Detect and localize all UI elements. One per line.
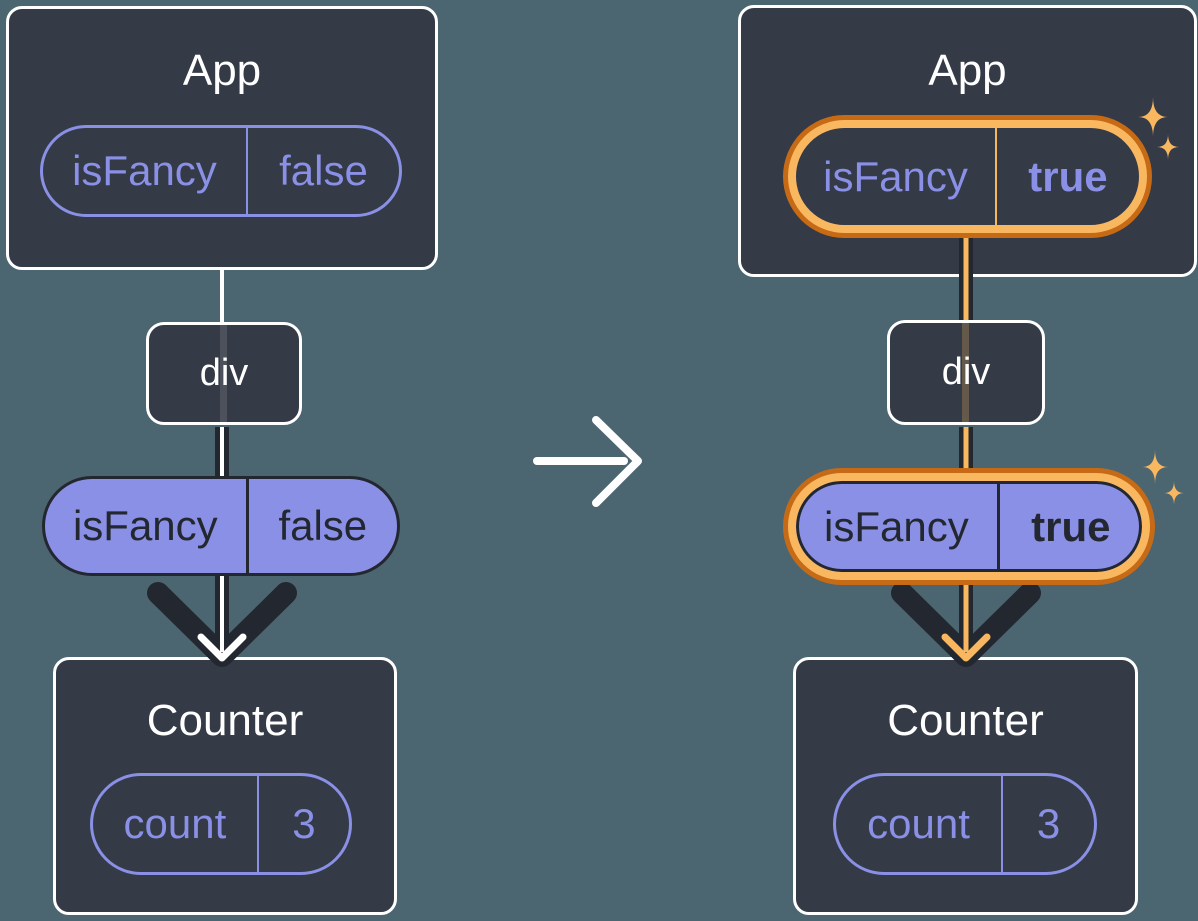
passed-prop-pill-after: isFancy true <box>788 473 1150 580</box>
prop-name: isFancy <box>823 152 968 200</box>
pill-divider <box>1001 776 1004 872</box>
state-pill-after: count 3 <box>833 773 1097 875</box>
div-element-box-before: div <box>146 322 302 425</box>
pill-divider <box>256 776 259 872</box>
prop-flow-tip-before <box>197 633 247 662</box>
sparkle-icon <box>1164 481 1184 505</box>
div-element-box-after: div <box>887 320 1045 425</box>
prop-name: isFancy <box>72 147 217 194</box>
state-value: 3 <box>1036 800 1061 847</box>
div-element-label-before: div <box>199 352 249 394</box>
prop-value: false <box>278 502 368 549</box>
prop-value: true <box>1031 502 1111 550</box>
prop-flow-arrowhead-after <box>891 582 1041 667</box>
app-prop-pill-after: isFancy true <box>788 120 1147 233</box>
prop-name: isFancy <box>823 502 969 550</box>
prop-flow-tip-after <box>941 633 991 662</box>
passed-prop-pill-before: isFancy false <box>42 476 400 576</box>
sparkle-icon <box>1142 450 1168 484</box>
pill-divider <box>994 128 997 225</box>
counter-component-title-before: Counter <box>146 696 304 745</box>
right-arrow-icon <box>533 416 642 507</box>
app-component-title-before: App <box>182 46 262 95</box>
pill-divider <box>996 481 1000 572</box>
prop-flow-arrowhead-before <box>147 582 297 667</box>
prop-value: false <box>279 147 368 194</box>
pill-divider <box>245 128 248 214</box>
pass-through-line-after <box>962 323 969 422</box>
prop-name: isFancy <box>72 502 218 549</box>
state-pill-before: count 3 <box>90 773 352 875</box>
pill-divider <box>245 479 249 573</box>
state-name: count <box>123 800 227 847</box>
state-value: 3 <box>292 800 316 847</box>
app-prop-pill-before: isFancy false <box>40 125 402 217</box>
app-component-title-after: App <box>928 46 1007 95</box>
prop-value: true <box>1028 152 1108 200</box>
div-element-label-after: div <box>941 351 991 393</box>
pass-through-line-before <box>220 325 227 422</box>
state-name: count <box>867 800 970 847</box>
counter-component-title-after: Counter <box>887 696 1044 745</box>
